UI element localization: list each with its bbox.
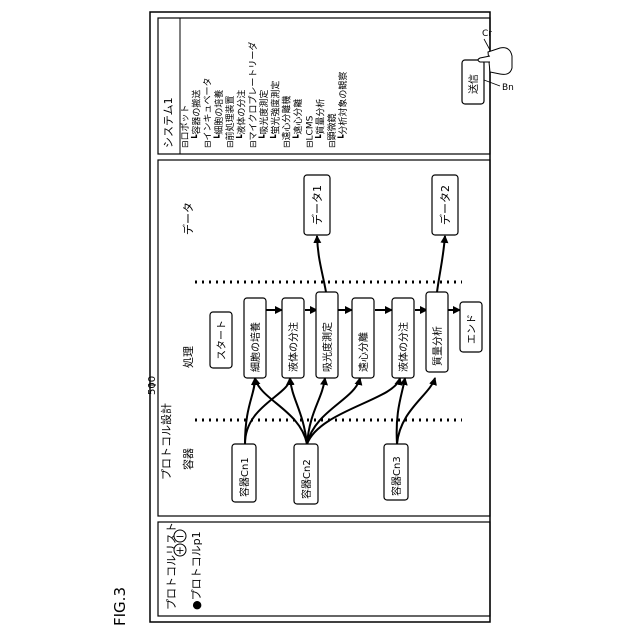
system-tree-device[interactable]: ⊟LCMS [305, 115, 315, 148]
column-header-data: データ [181, 202, 195, 235]
container-node-cn2[interactable]: 容器Cn2 [294, 444, 318, 504]
system-tree-function[interactable]: ┗容器の搬送 [190, 90, 202, 140]
data-node-2[interactable]: データ2 [432, 175, 458, 235]
system-tree-function[interactable]: ┗質量分析 [315, 99, 327, 140]
container-label: 容器Cn1 [238, 457, 251, 497]
protocol-design-panel: プロトコル設計 容器 処理 データ [158, 160, 490, 516]
container-node-cn1[interactable]: 容器Cn1 [232, 444, 256, 502]
system-tree-device[interactable]: ⊟前処理装置 [224, 95, 236, 148]
system-tree-function[interactable]: ┗分析対象の観察 [337, 72, 349, 140]
process-step-centrifuge[interactable]: 遠心分離 [352, 298, 374, 378]
process-step-cell-culture[interactable]: 細胞の培養 [244, 298, 266, 378]
system-tree-device[interactable]: ⊟マイクロプレートリーダ [247, 42, 259, 148]
system-panel-title: システム1 [162, 97, 175, 148]
data-label: データ1 [310, 185, 324, 225]
step-label: 液体の分注 [287, 322, 300, 372]
data-node-1[interactable]: データ1 [304, 175, 330, 235]
step-label: 液体の分注 [397, 322, 410, 372]
figure-label: FIG.3 [111, 587, 129, 626]
add-protocol-button[interactable]: + [174, 544, 186, 557]
step-label: 細胞の培養 [249, 322, 262, 372]
column-header-process: 処理 [182, 346, 195, 368]
system-tree-function[interactable]: ┗吸光度測定 [258, 90, 270, 140]
system-tree-function[interactable]: ┗蛍光強度測定 [269, 81, 281, 140]
system-tree-device[interactable]: ⊟インキュベータ [203, 77, 214, 148]
container-label: 容器Cn3 [390, 456, 403, 496]
remove-protocol-button[interactable]: − [174, 530, 186, 543]
process-step-mass-spec[interactable]: 質量分析 [426, 292, 448, 372]
plus-icon: + [175, 544, 184, 557]
container-node-cn3[interactable]: 容器Cn3 [384, 444, 408, 500]
step-label: 遠心分離 [357, 332, 370, 372]
column-header-container: 容器 [181, 448, 195, 470]
system-tree: ⊟ロボット┗容器の搬送⊟インキュベータ┗細胞の培養⊟前処理装置┗液体の分注⊟マイ… [180, 42, 349, 148]
step-label: 質量分析 [431, 326, 444, 366]
send-button-label: 送信 [467, 74, 480, 94]
step-label: エンド [467, 314, 478, 344]
system-tree-device[interactable]: ⊟ロボット [180, 104, 191, 148]
system-tree-device[interactable]: ⊟遠心分離機 [281, 95, 293, 148]
ref-leader-button [484, 80, 500, 86]
minus-icon: − [175, 530, 184, 543]
process-step-absorbance[interactable]: 吸光度測定 [316, 292, 338, 378]
ref-label-cursor: Cr [482, 29, 492, 39]
send-button[interactable]: 送信 [462, 60, 484, 104]
process-step-dispense-1[interactable]: 液体の分注 [282, 298, 304, 378]
ref-leader-cursor [484, 39, 490, 50]
protocol-design-title: プロトコル設計 [159, 403, 173, 480]
system-tree-function[interactable]: ┗遠心分離 [292, 99, 304, 140]
step-label: 吸光度測定 [321, 322, 334, 372]
system-tree-device[interactable]: ⊟顕微鏡 [326, 113, 338, 148]
ref-label-button: Bn [502, 83, 514, 93]
system-panel: システム1 ⊟ロボット┗容器の搬送⊟インキュベータ┗細胞の培養⊟前処理装置┗液体… [158, 18, 490, 154]
process-step-dispense-2[interactable]: 液体の分注 [392, 298, 414, 378]
container-label: 容器Cn2 [300, 459, 313, 499]
protocol-list-item[interactable]: ●プロトコルp1 [190, 531, 203, 610]
protocol-list-panel: プロトコルリスト + − ●プロトコルp1 [158, 522, 490, 616]
step-label: スタート [216, 320, 228, 360]
process-step-start[interactable]: スタート [210, 312, 232, 368]
system-tree-function[interactable]: ┗液体の分注 [236, 90, 248, 140]
data-label: データ2 [438, 185, 452, 225]
process-step-end[interactable]: エンド [460, 302, 482, 352]
system-tree-function[interactable]: ┗細胞の培養 [213, 90, 225, 140]
